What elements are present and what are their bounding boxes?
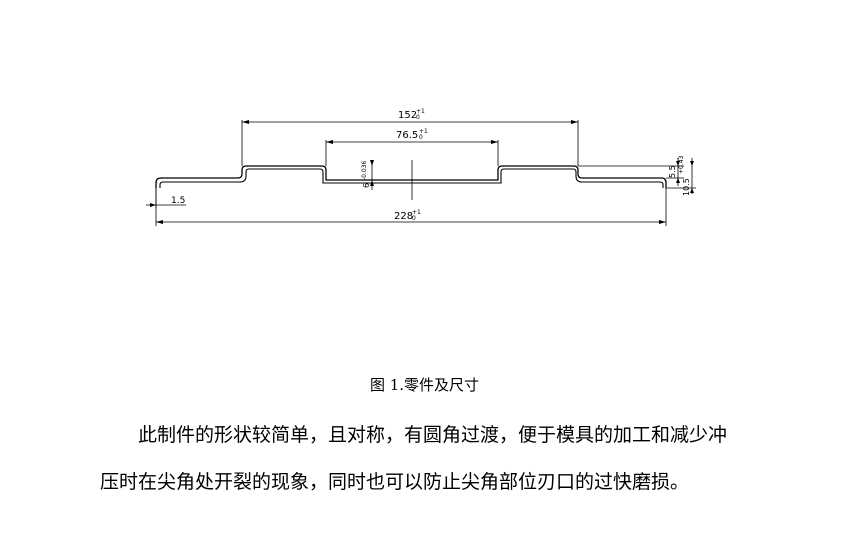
dim-76-5: 76.5 +1 0	[325, 128, 499, 166]
svg-text:1.5: 1.5	[171, 196, 185, 206]
svg-text:0: 0	[412, 215, 416, 222]
part-drawing: 152 +1 0 76.5 +1 0 6 -0.036 5.5 10.5 +0.…	[146, 108, 696, 226]
svg-text:6: 6	[362, 183, 371, 188]
dim-right-5-5: 5.5	[578, 158, 684, 186]
dim-thickness: 1.5	[146, 188, 186, 208]
svg-text:10.5: 10.5	[682, 178, 691, 196]
svg-text:+1: +1	[412, 209, 421, 216]
svg-text:0: 0	[416, 114, 420, 121]
svg-text:5.5: 5.5	[668, 165, 677, 178]
body-paragraph: 此制件的形状较简单，且对称，有圆角过渡，便于模具的加工和减少冲压时在尖角处开裂的…	[100, 424, 728, 493]
dim-152-value: 152	[398, 110, 417, 121]
dim-height-6: 6 -0.036	[361, 160, 374, 190]
dim-228: 228 +1 0	[155, 188, 667, 226]
part-outline-outer	[155, 165, 667, 188]
figure-caption: 图 1.零件及尺寸	[369, 376, 480, 394]
dim-152: 152 +1 0	[241, 108, 579, 166]
dim-228-value: 228	[394, 211, 413, 222]
svg-text:0: 0	[419, 134, 423, 141]
svg-text:+1: +1	[416, 108, 425, 115]
svg-text:+0.43: +0.43	[678, 155, 685, 174]
svg-text:-0.036: -0.036	[361, 160, 368, 180]
svg-text:+1: +1	[419, 128, 428, 135]
dim-76-5-value: 76.5	[396, 130, 418, 141]
dim-right-10-5: 10.5 +0.43	[666, 155, 696, 196]
